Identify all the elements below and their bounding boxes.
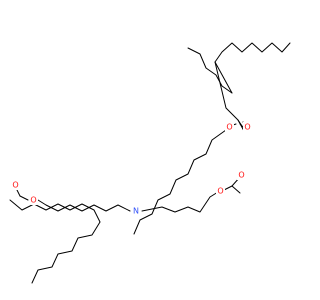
- atom-n-amine-label: N: [133, 207, 139, 216]
- upper-hexyl-chain: [187, 47, 233, 94]
- lower-linker-chain: [37, 199, 131, 212]
- atom-o-acetate-ether: O: [216, 186, 225, 196]
- lower-octyl-chain: [9, 199, 101, 223]
- acetate-methyl-bond: [231, 185, 241, 194]
- atom-o-ester-upper-label: O: [226, 123, 232, 132]
- n-to-butyl-chain: [141, 191, 219, 213]
- atom-o-carbonyl-lower: O: [11, 180, 20, 190]
- atom-o-ester-upper: O: [225, 122, 234, 132]
- upper-linker-chain: [133, 129, 227, 235]
- atom-n-amine: N: [131, 206, 141, 216]
- acetate-o-bond: [223, 185, 233, 191]
- molecule-structure-diagram: O O O O N O O: [9, 42, 291, 284]
- atom-o-acetate-ether-label: O: [217, 187, 223, 196]
- atom-o-carbonyl-lower-label: O: [12, 181, 18, 190]
- atom-o-acetate-carbonyl-label: O: [238, 171, 244, 180]
- atom-o-ester-lower: O: [29, 195, 38, 205]
- lower-hexyl-chain: [31, 221, 101, 284]
- lower-ester-o-to-carbonyl: [19, 195, 29, 201]
- atom-o-carbonyl-upper-label: O: [244, 123, 250, 132]
- upper-branch-to-carbonyl: [214, 61, 239, 121]
- atom-o-acetate-carbonyl: O: [237, 170, 246, 180]
- atom-o-ester-lower-label: O: [30, 196, 36, 205]
- upper-octyl-chain: [214, 42, 291, 63]
- upper-branch-bond: [214, 61, 233, 94]
- atom-o-carbonyl-upper: O: [243, 122, 252, 132]
